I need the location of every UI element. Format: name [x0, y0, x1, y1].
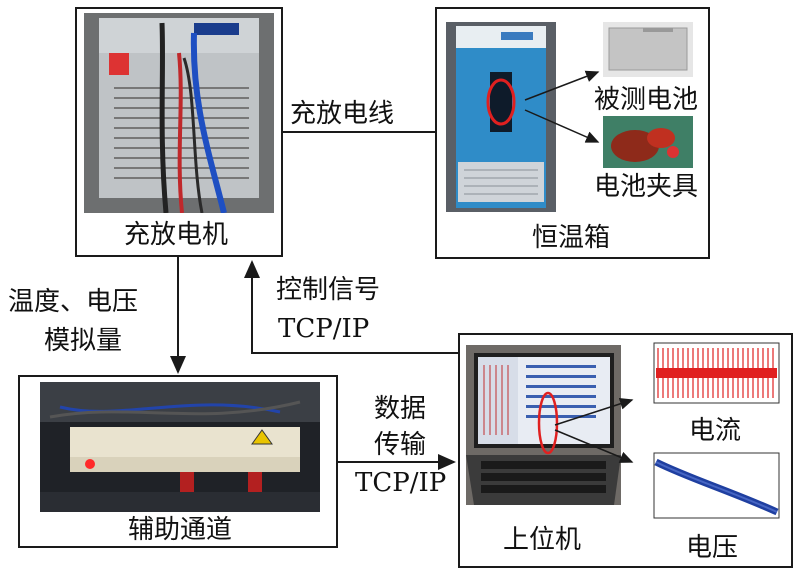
- chamber-photo: [446, 22, 556, 212]
- fixture-callout: 电池夹具: [594, 172, 699, 202]
- aux-label: 辅助通道: [128, 515, 233, 545]
- current-callout: 电流: [689, 416, 742, 446]
- control-label-line2: TCP/IP: [278, 314, 370, 344]
- control-label-line1: 控制信号: [276, 275, 381, 305]
- data-label-line1: 数据: [374, 394, 427, 424]
- temp-voltage-label-line1: 温度、电压: [8, 287, 139, 317]
- chamber-label: 恒温箱: [532, 223, 611, 253]
- pc-photo: [466, 345, 621, 505]
- data-label-line3: TCP/IP: [355, 468, 447, 498]
- current-plot: [638, 340, 783, 415]
- charger-photo: [84, 13, 274, 213]
- battery-callout: 被测电池: [594, 85, 699, 115]
- voltage-callout: 电压: [686, 533, 739, 563]
- aux-photo: [40, 382, 320, 512]
- fixture-photo: [603, 116, 693, 168]
- charge-cable-label: 充放电线: [290, 99, 395, 129]
- charger-label: 充放电机: [124, 220, 229, 250]
- pc-label: 上位机: [503, 525, 582, 555]
- data-label-line2: 传输: [374, 430, 427, 460]
- temp-voltage-label-line2: 模拟量: [44, 326, 123, 356]
- battery-photo: [603, 22, 693, 77]
- voltage-plot: [638, 450, 783, 530]
